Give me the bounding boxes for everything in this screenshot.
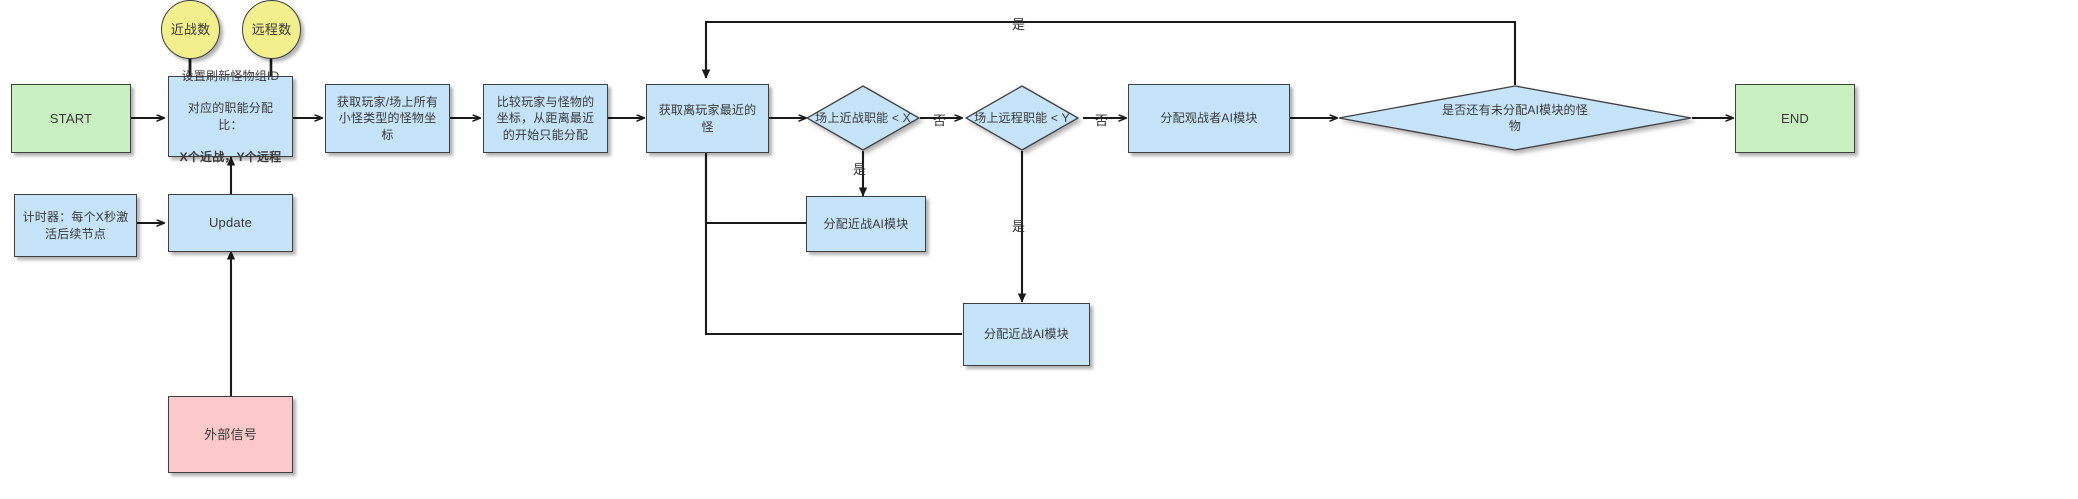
node-config-label: 设置刷新怪物组ID 对应的职能分配比： X个近战，Y个远程	[169, 50, 292, 184]
edge-label-no-melee: 否	[933, 113, 947, 128]
node-get-nearest[interactable]: 获取离玩家最近的怪	[646, 84, 769, 153]
node-assign-spectator-label: 分配观战者AI模块	[1160, 111, 1258, 126]
diamond-shape-ranged	[965, 85, 1079, 151]
node-update-label: Update	[208, 215, 253, 231]
edge-label-yes-melee: 是	[853, 162, 867, 177]
node-timer[interactable]: 计时器：每个X秒激活后续节点	[14, 194, 137, 257]
node-end-label: END	[1780, 110, 1810, 126]
node-assign-melee-ai-label: 分配近战AI模块	[823, 216, 909, 231]
node-config-line3: X个近战，Y个远程	[179, 149, 282, 164]
node-get-nearest-label: 获取离玩家最近的怪	[658, 103, 757, 134]
node-config-line2: 对应的职能分配比：	[187, 101, 274, 132]
node-compare-coords-label: 比较玩家与怪物的坐标，从距离最近的开始只能分配	[496, 95, 595, 142]
node-decision-melee-label: 场上近战职能 < X	[815, 110, 911, 125]
node-assign-melee-ai-2-label: 分配近战AI模块	[984, 327, 1069, 342]
node-decision-ranged[interactable]: 场上远程职能 < Y	[965, 85, 1079, 151]
node-config[interactable]: 设置刷新怪物组ID 对应的职能分配比： X个近战，Y个远程	[168, 69, 293, 164]
node-get-coords[interactable]: 获取玩家/场上所有小怪类型的怪物坐标	[325, 84, 450, 153]
node-end[interactable]: END	[1735, 84, 1855, 153]
node-compare-coords[interactable]: 比较玩家与怪物的坐标，从距离最近的开始只能分配	[483, 84, 608, 153]
node-config-line1: 设置刷新怪物组ID	[181, 68, 280, 83]
node-ranged-count-label: 远程数	[251, 21, 292, 37]
node-get-coords-label: 获取玩家/场上所有小怪类型的怪物坐标	[336, 95, 439, 142]
edge-label-no-ranged: 否	[1095, 113, 1109, 128]
diamond-shape-remaining	[1338, 85, 1692, 151]
node-assign-melee-ai-2[interactable]: 分配近战AI模块	[963, 303, 1090, 366]
node-decision-remaining-label: 是否还有未分配AI模块的怪物	[1442, 102, 1588, 133]
node-decision-ranged-label: 场上远程职能 < Y	[974, 110, 1070, 125]
node-update[interactable]: Update	[168, 194, 293, 252]
node-timer-label: 计时器：每个X秒激活后续节点	[22, 210, 129, 241]
node-assign-melee-ai[interactable]: 分配近战AI模块	[806, 196, 926, 252]
node-melee-count-label: 近战数	[170, 21, 211, 37]
edge-label-yes-top-loop: 是	[1012, 17, 1026, 32]
node-external-signal-label: 外部信号	[204, 426, 257, 442]
node-external-signal[interactable]: 外部信号	[168, 396, 293, 473]
node-assign-spectator[interactable]: 分配观战者AI模块	[1128, 84, 1290, 153]
node-decision-remaining[interactable]: 是否还有未分配AI模块的怪物	[1338, 85, 1692, 151]
node-melee-count[interactable]: 近战数	[161, 0, 220, 59]
node-start-label: START	[49, 110, 93, 126]
node-start[interactable]: START	[11, 84, 131, 153]
node-decision-melee[interactable]: 场上近战职能 < X	[806, 85, 920, 151]
edge-label-yes-ranged: 是	[1012, 219, 1026, 234]
